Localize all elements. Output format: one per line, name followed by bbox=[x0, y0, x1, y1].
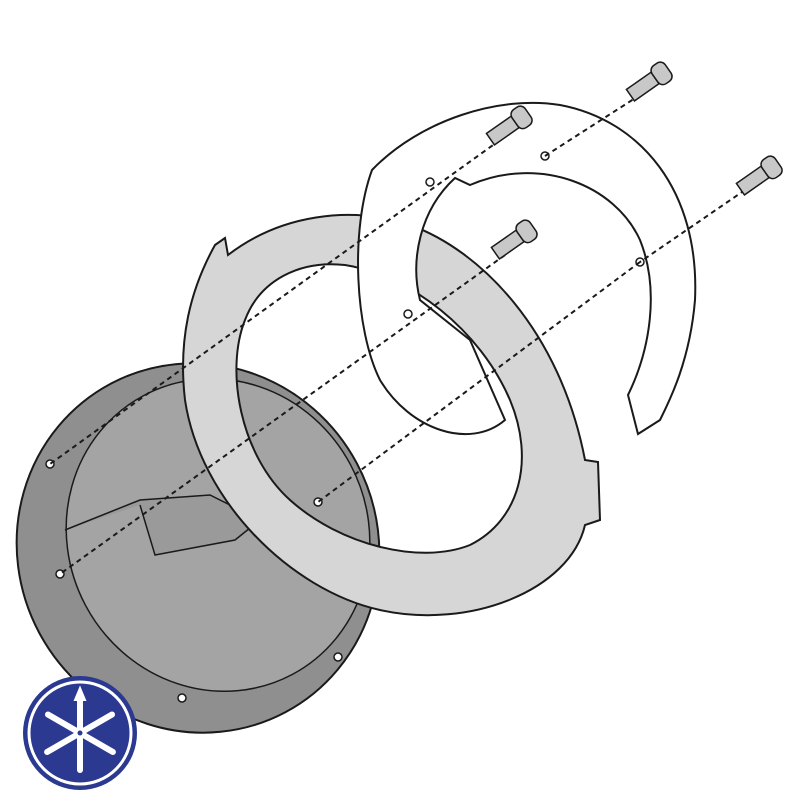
base-plate bbox=[15, 362, 381, 734]
screw-3 bbox=[735, 155, 783, 196]
guide-lines bbox=[49, 94, 746, 575]
screw-2 bbox=[485, 105, 533, 146]
adapter-plate bbox=[357, 101, 697, 436]
tuning-forks-emblem-icon bbox=[23, 676, 137, 790]
screw-4 bbox=[490, 219, 538, 260]
screw-1 bbox=[625, 61, 673, 102]
screws bbox=[485, 61, 783, 260]
